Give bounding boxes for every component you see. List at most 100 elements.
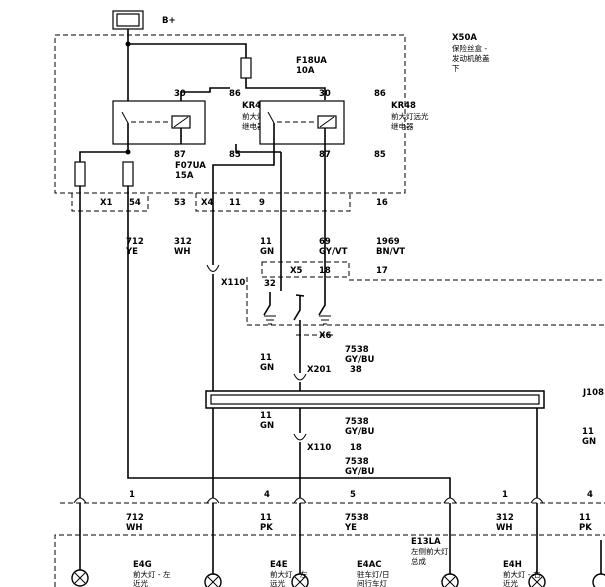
lamp-icon-e4e [204, 573, 222, 587]
wire-9-gauge: 11 [260, 411, 272, 421]
wire-f18-to-kr48 [245, 78, 326, 100]
load-e13la-desc-2: 总成 [411, 556, 426, 566]
relay-kr49-pin-30: 30 [174, 89, 186, 99]
fuse-f18ua-id: F18UA [296, 56, 327, 66]
x50a-boundary [54, 34, 406, 194]
wire-5-gauge: 1969 [376, 237, 400, 247]
wire-4-color: GY/VT [319, 247, 348, 257]
connector-x1-label: X1 [100, 198, 113, 208]
switch-group [263, 291, 336, 336]
connector-x110-lower [293, 433, 307, 441]
connector-x110-lower-label: X110 [307, 443, 331, 453]
connector-x201 [293, 373, 307, 381]
load-e4h-desc-2: 近光 [503, 578, 518, 587]
relay-kr48-desc-1: 前大灯远光 [391, 111, 429, 121]
fuse-f18ua-rating: 10A [296, 66, 315, 76]
wire-16-gauge: 11 [579, 513, 591, 523]
pin-x5-17: 17 [376, 266, 388, 276]
fuse-left [74, 161, 86, 187]
lamp-icon-right-partial [592, 540, 605, 587]
connector-x6-label: X6 [319, 331, 332, 341]
wire-4-gauge: 69 [319, 237, 331, 247]
relay-kr48-pin-86: 86 [374, 89, 386, 99]
relay-kr48-pin-30: 30 [319, 89, 331, 99]
wire-11-gauge: 11 [582, 427, 594, 437]
load-e4e-id: E4E [270, 560, 288, 570]
connector-x6-frame [246, 277, 605, 326]
pin-x5-32: 32 [264, 279, 276, 289]
j108-label: J108 [582, 388, 604, 398]
pin-x4-53: 53 [174, 198, 186, 208]
wire-15-gauge: 312 [496, 513, 514, 523]
pin-bot-1b: 1 [502, 490, 508, 500]
pin-x5-18: 18 [319, 266, 331, 276]
load-e13la-desc-1: 左侧前大灯 [411, 546, 449, 556]
lamp-icon-e4g [71, 569, 89, 587]
wire-kr49-87-to-fuses [79, 123, 129, 162]
load-e4e-desc-2: 远光 [270, 578, 285, 587]
wire-13-gauge: 11 [260, 513, 272, 523]
bottom-pin-symbols [73, 497, 544, 504]
wire-12-color: WH [126, 523, 143, 533]
connector-x1 [71, 193, 149, 212]
fuse-f07ua-rating: 15A [175, 171, 194, 181]
connector-x110-upper [206, 264, 220, 272]
wire-6-gauge: 7538 [345, 345, 369, 355]
load-e4ac-desc-2: 间行车灯 [357, 578, 387, 587]
pin-x110-18: 18 [350, 443, 362, 453]
wire-14-color: YE [344, 523, 357, 533]
battery-symbol [112, 10, 144, 30]
load-e4ac-id: E4AC [357, 560, 382, 570]
wire-7-color: GN [260, 363, 274, 373]
wire-8-color: GY/BU [345, 427, 375, 437]
relay-kr49-pin-86: 86 [229, 89, 241, 99]
wire-312-wh [127, 186, 451, 498]
fuse-f07ua-id: F07UA [175, 161, 206, 171]
lamp-icon-e4ac [291, 573, 309, 587]
load-e4ac-desc-1: 驻车灯/日 [357, 569, 390, 579]
pin-x4-9: 9 [259, 198, 265, 208]
wire-kr49-86 [180, 87, 230, 101]
pin-bot-4: 4 [264, 490, 270, 500]
wire-10-gauge: 7538 [345, 457, 369, 467]
relay-kr48-desc-2: 继电器 [391, 121, 414, 131]
load-e4e-desc-1: 前大灯 - 左 [270, 569, 308, 579]
wire-6-color: GY/BU [345, 355, 375, 365]
wire-9-color: GN [260, 421, 274, 431]
load-e4h-id: E4H [503, 560, 522, 570]
pin-x4-16: 16 [376, 198, 388, 208]
load-e4g-id: E4G [133, 560, 152, 570]
x50a-desc-3: 下 [452, 64, 460, 73]
wire-kr48-87 [212, 123, 275, 265]
fuse-f07ua [122, 161, 134, 187]
connector-x201-label: X201 [307, 365, 331, 375]
pin-bot-5: 5 [350, 490, 356, 500]
wire-14-gauge: 7538 [345, 513, 369, 523]
connector-x5 [261, 261, 350, 278]
connector-x5-label: X5 [290, 266, 303, 276]
x50a-desc-1: 保险丝盒 - [452, 43, 487, 53]
wire-3-gauge: 11 [260, 237, 272, 247]
connector-x110-upper-label: X110 [221, 278, 245, 288]
lamp-icon-e13la [441, 573, 459, 587]
relay-kr48-switch [267, 111, 275, 124]
relay-kr49-desc-2: 继电器 [242, 121, 265, 131]
pin-bot-1: 1 [129, 490, 135, 500]
pin-x4-11: 11 [229, 198, 241, 208]
connector-x4-label: X4 [201, 198, 214, 208]
x50a-name: X50A [452, 33, 477, 43]
e13la-boundary [54, 534, 605, 587]
relay-kr49-pin-87: 87 [174, 150, 186, 160]
wire-13-color: PK [260, 523, 273, 533]
load-e4g-desc-1: 前大灯 - 左 [133, 569, 171, 579]
wire-10-color: GY/BU [345, 467, 375, 477]
wire-8-gauge: 7538 [345, 417, 369, 427]
wire-15-color: WH [496, 523, 513, 533]
relay-kr49-pin-85: 85 [229, 150, 241, 160]
wire-11-color: GN [582, 437, 596, 447]
relay-kr48-pin-85: 85 [374, 150, 386, 160]
load-e4g-desc-2: 近光 [133, 578, 148, 587]
wire-2-gauge: 312 [174, 237, 192, 247]
load-e13la-id: E13LA [411, 537, 441, 547]
